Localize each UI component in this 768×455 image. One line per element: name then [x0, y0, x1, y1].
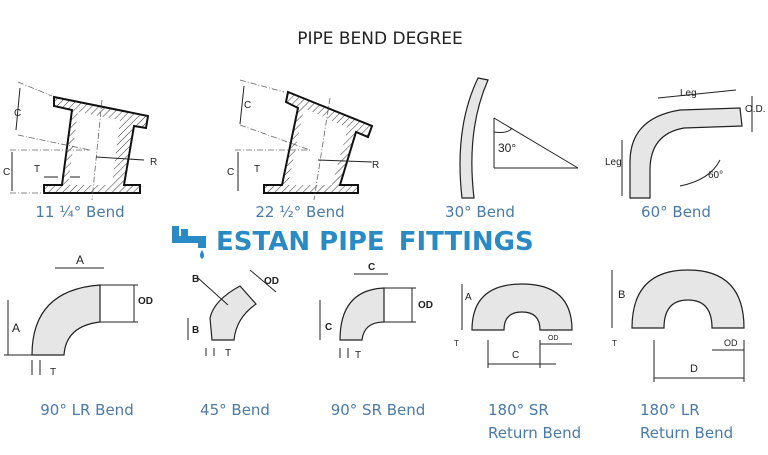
dim-od: O.D. [745, 104, 766, 115]
watermark-line2: FITTINGS [399, 227, 534, 257]
dim-angle: 30° [498, 141, 516, 155]
bend-label-45: 45° Bend [200, 401, 270, 419]
dim-leg-horizontal: Leg [680, 88, 697, 99]
diagram-title: PIPE BEND DEGREE [297, 29, 463, 49]
bend-label-180-sr-line1: 180° SR [488, 401, 549, 419]
dim-t: T [50, 367, 56, 378]
dim-leg-vertical: Leg [605, 157, 622, 168]
bend-90-lr-drawing: A A OD T [4, 253, 153, 378]
dim-c-lower: C [227, 167, 234, 178]
dim-a-top: A [76, 253, 84, 267]
dim-od: OD [548, 335, 559, 342]
dim-r: R [372, 160, 379, 171]
bend-label-180-lr-line2: Return Bend [640, 424, 733, 442]
bend-22-half-drawing: C C T R [227, 79, 379, 201]
bend-11-quarter-drawing: C C T R [3, 81, 157, 201]
bend-label-180-lr-line1: 180° LR [640, 401, 700, 419]
bend-180-sr-drawing: A C OD T [454, 283, 573, 368]
watermark-text: ESTAN PIPE FITTINGS [216, 227, 534, 257]
bend-label-60: 60° Bend [641, 203, 711, 221]
bend-label-180-sr-line2: Return Bend [488, 424, 581, 442]
dim-t: T [254, 164, 260, 175]
dim-d: D [690, 363, 698, 375]
dim-angle: 60° [708, 170, 723, 181]
dim-t: T [612, 339, 617, 348]
dim-od: OD [264, 276, 279, 287]
dim-b-upper: B [192, 274, 199, 285]
dim-a-side: A [12, 321, 20, 335]
dim-r: R [150, 157, 157, 168]
dim-c-upper: C [14, 108, 21, 119]
dim-c-top: C [368, 262, 375, 273]
faucet-drop-icon [172, 226, 206, 259]
dim-b: B [618, 289, 625, 301]
dim-t: T [454, 339, 459, 348]
bend-label-90-lr: 90° LR Bend [40, 401, 133, 419]
dim-t: T [34, 164, 40, 175]
bend-60-drawing: Leg Leg O.D. 60° [605, 88, 766, 199]
dim-od: OD [138, 296, 153, 307]
dim-a: A [465, 292, 472, 303]
dim-c-lower: C [3, 167, 10, 178]
watermark-logo: ESTAN PIPE FITTINGS [172, 226, 534, 259]
bend-30-drawing: 30° [459, 77, 579, 199]
watermark-line1: ESTAN PIPE [216, 227, 385, 257]
dim-c-side: C [325, 322, 332, 333]
bend-label-90-sr: 90° SR Bend [331, 401, 426, 419]
bend-180-lr-drawing: B D OD T [611, 269, 745, 382]
dim-od: OD [724, 338, 738, 348]
bend-label-11-quarter: 11 ¼° Bend [35, 203, 124, 221]
dim-c-upper: C [244, 100, 251, 111]
dim-b-lower: B [192, 325, 199, 336]
dim-c: C [512, 350, 519, 361]
bend-label-22-half: 22 ½° Bend [255, 203, 344, 221]
bend-45-drawing: B B OD T [187, 269, 279, 359]
dim-t: T [355, 350, 361, 361]
dim-od: OD [418, 300, 433, 311]
bend-label-30: 30° Bend [445, 203, 515, 221]
bend-90-sr-drawing: C C OD T [319, 262, 433, 361]
dim-t: T [225, 348, 231, 359]
